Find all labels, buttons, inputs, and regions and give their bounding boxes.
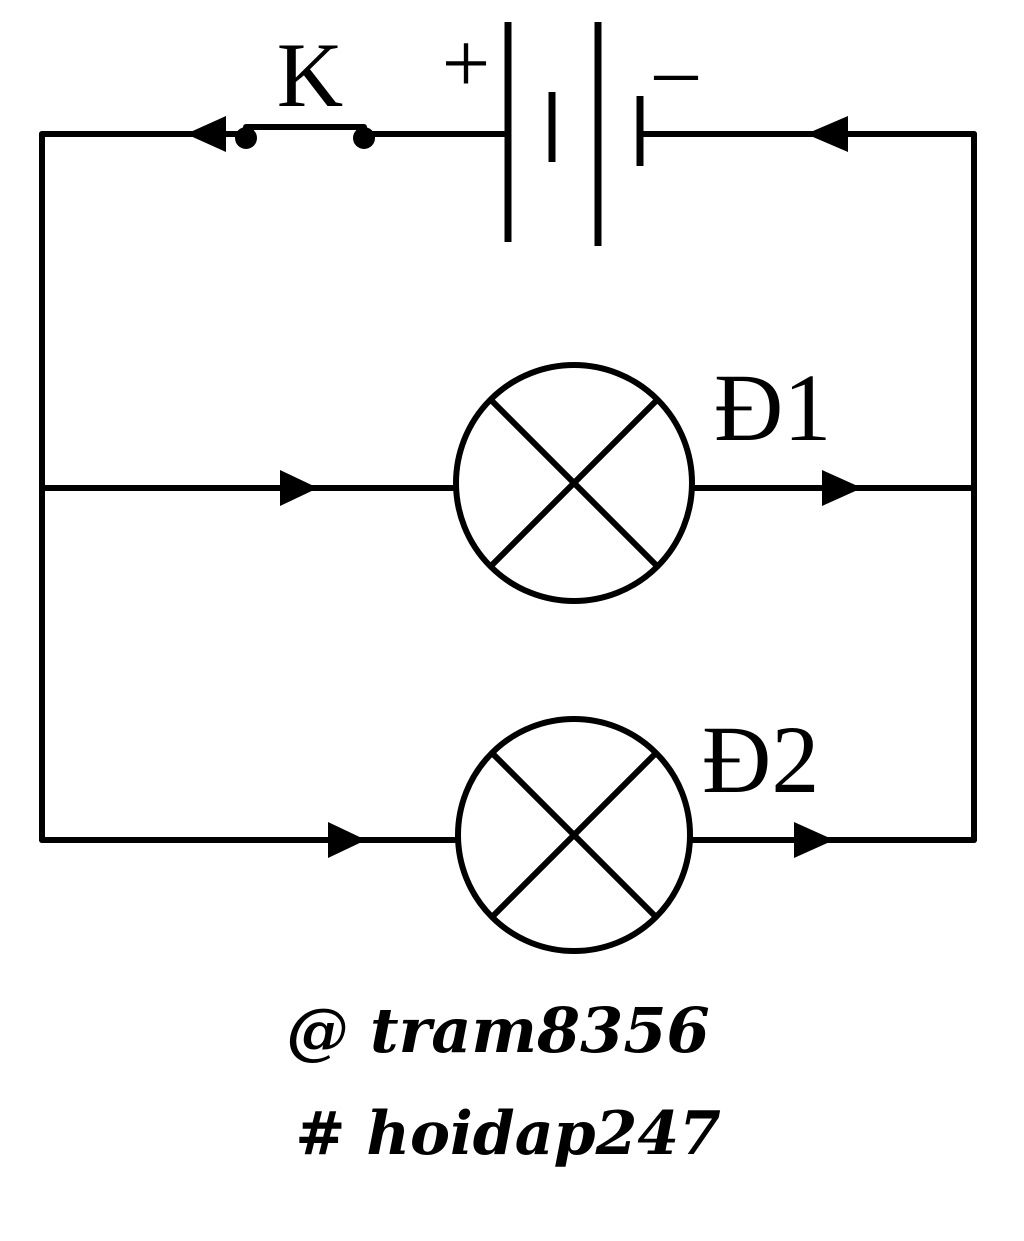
watermark-author: @ tram8356 — [286, 994, 709, 1067]
battery-negative-label: – — [654, 21, 699, 117]
watermark-site: # hoidap247 — [295, 1099, 721, 1169]
lamp-d1 — [453, 362, 695, 604]
arrow-branch1-left — [280, 470, 318, 506]
lamp-d1-label: Đ1 — [714, 354, 831, 461]
lamp-d2-label: Đ2 — [702, 706, 819, 813]
switch-label: K — [277, 24, 343, 126]
switch-contact-right — [353, 127, 375, 149]
battery-positive-label: + — [442, 15, 491, 111]
battery — [504, 22, 644, 246]
lamp-d2-cross-b — [489, 750, 659, 920]
switch-contact-left — [235, 127, 257, 149]
arrow-top-left — [186, 116, 226, 152]
switch-k — [235, 124, 375, 149]
arrow-branch2-right — [794, 822, 834, 858]
arrow-branch1-right — [822, 470, 862, 506]
lamp-d2 — [455, 716, 693, 954]
arrow-branch2-left — [328, 822, 366, 858]
arrow-top-right — [806, 116, 848, 152]
lamp-d1-cross-b — [487, 396, 661, 570]
